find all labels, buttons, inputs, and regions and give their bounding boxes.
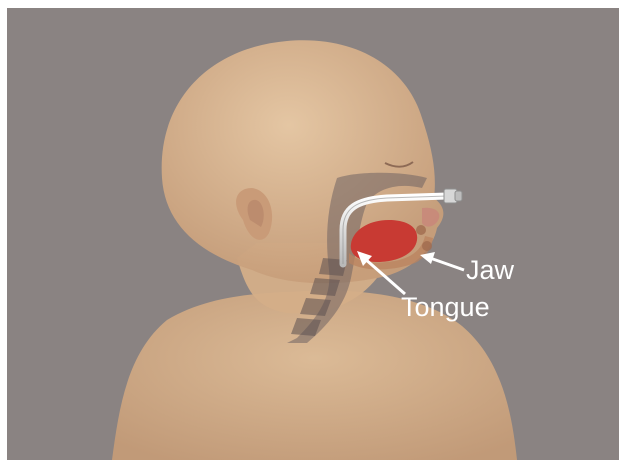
infant-anatomy-illustration — [7, 8, 619, 460]
tongue-label: Tongue — [401, 294, 490, 321]
illustration-scene: Jaw Tongue — [7, 8, 619, 460]
jaw-arrow — [420, 252, 464, 270]
jaw-label: Jaw — [466, 257, 514, 284]
